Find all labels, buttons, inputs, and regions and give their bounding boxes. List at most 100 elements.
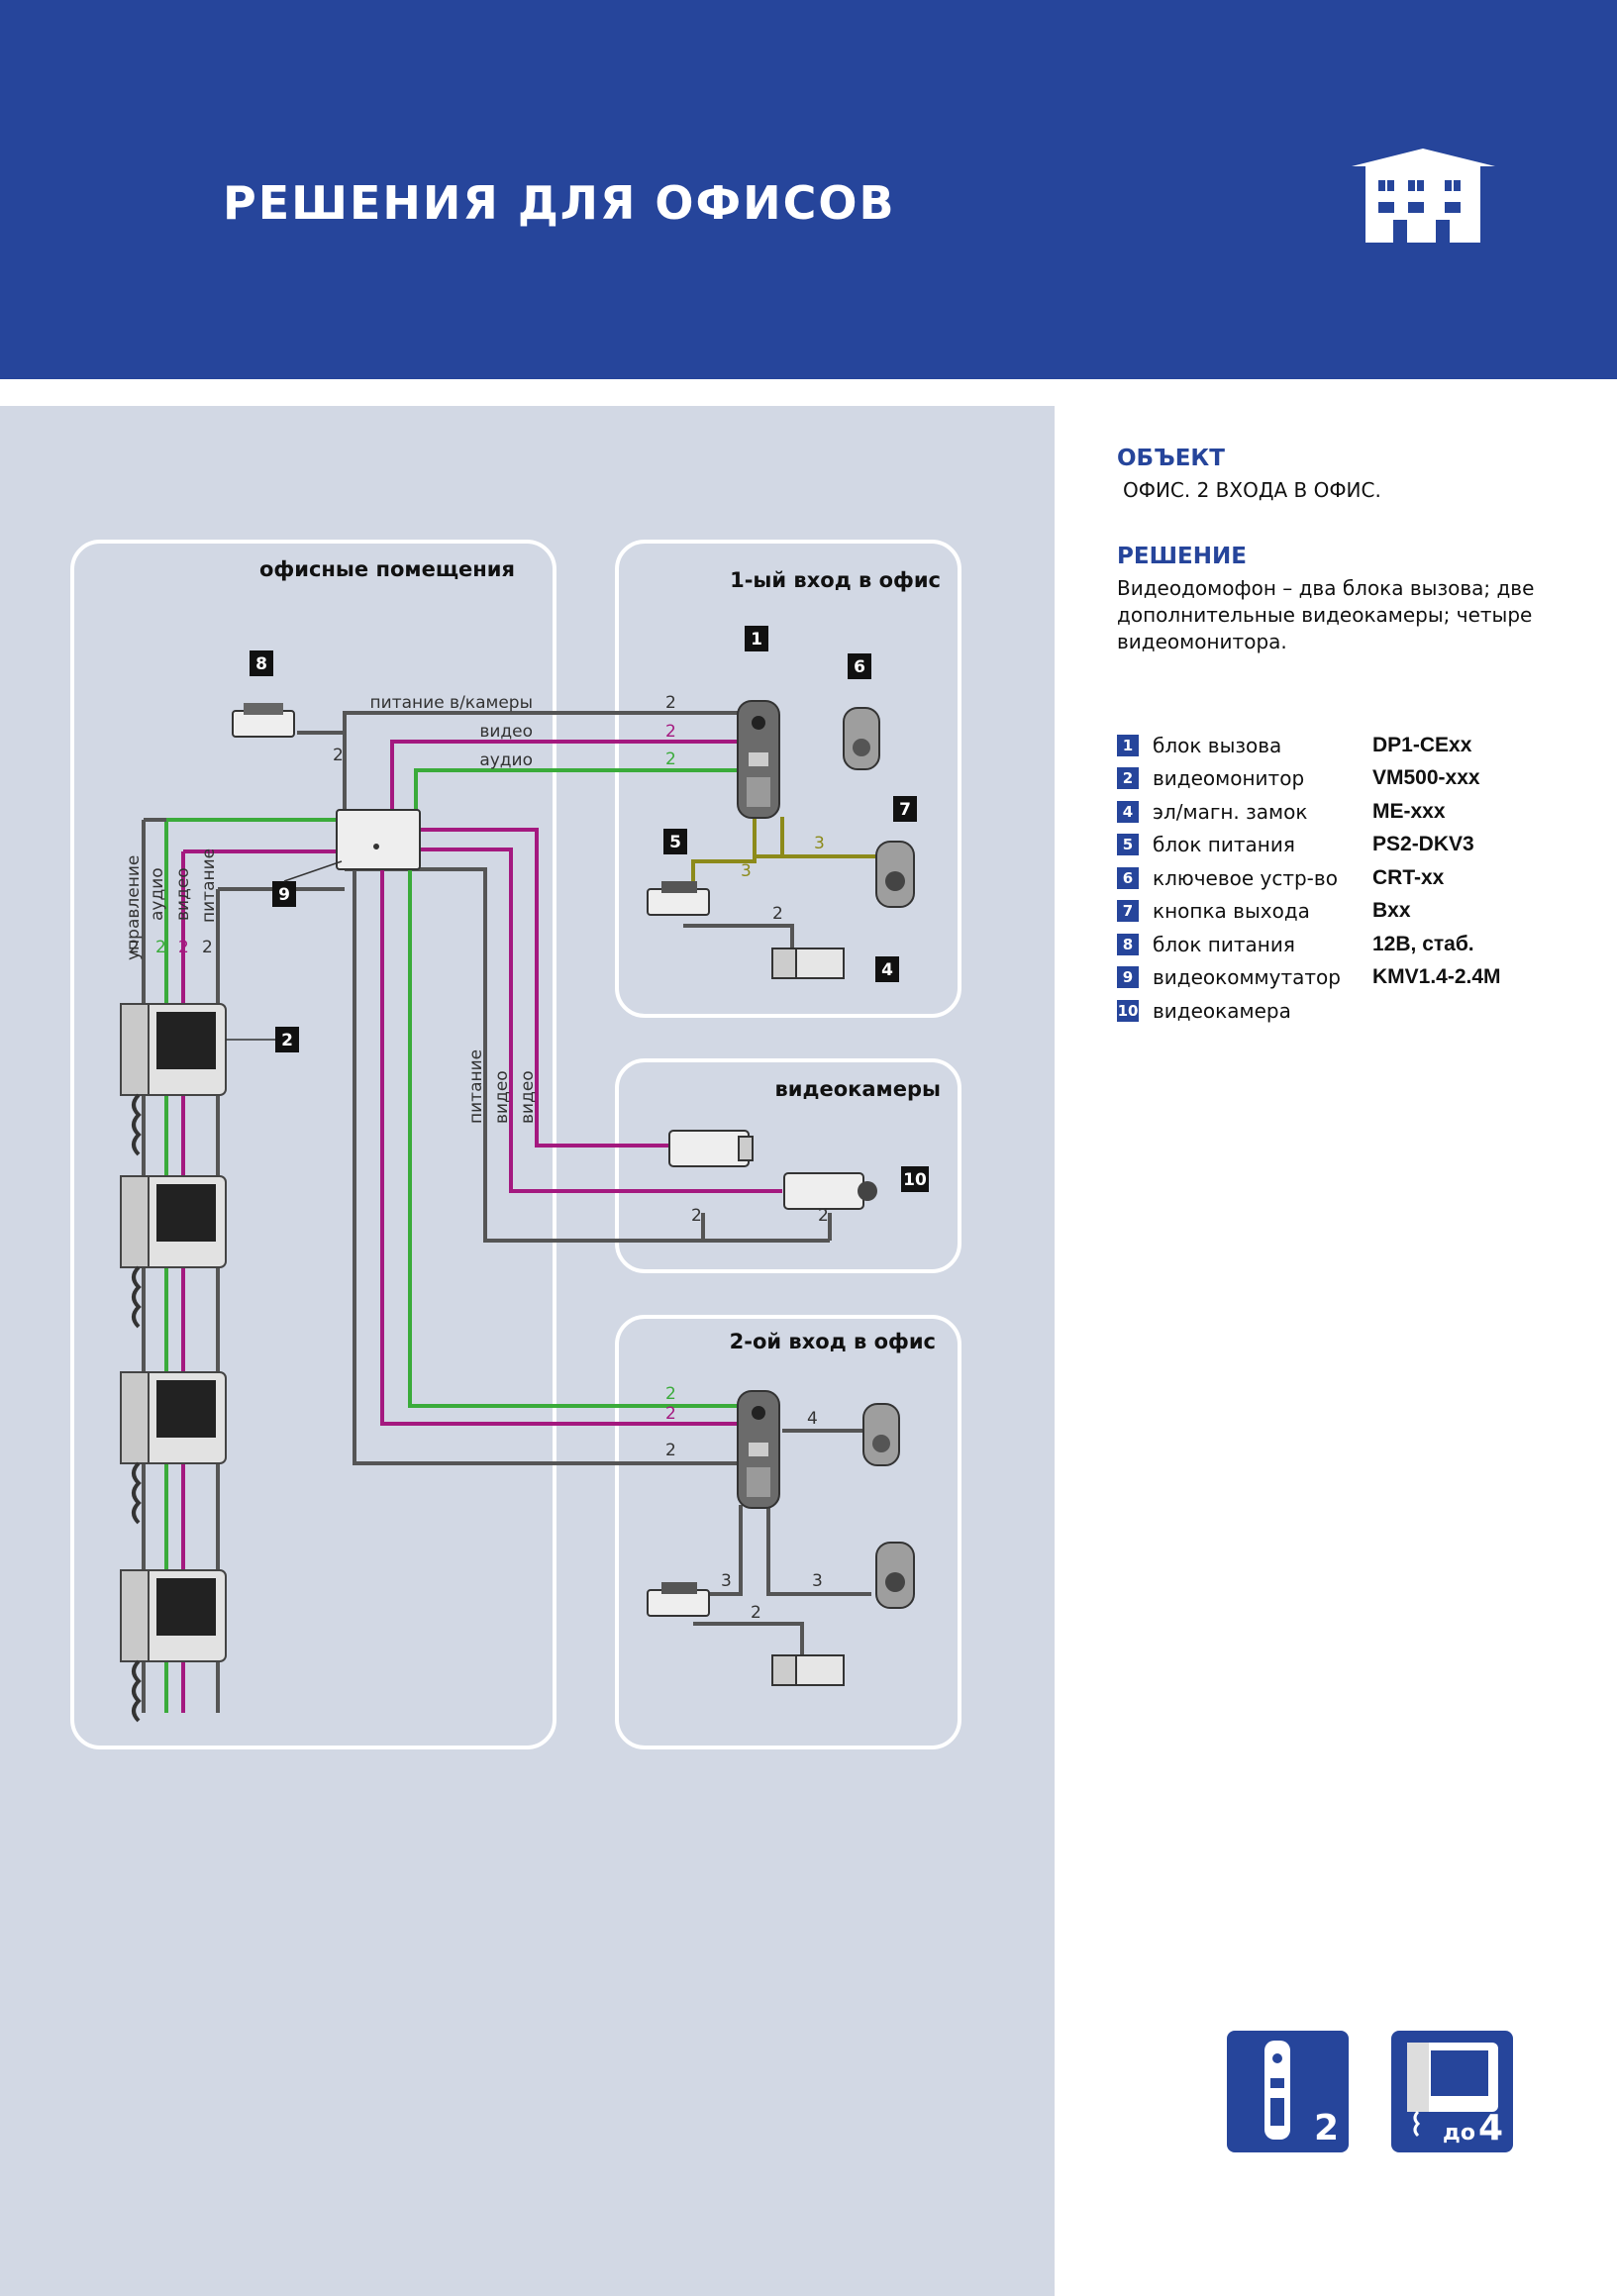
label-cam-power-v: питание bbox=[466, 1049, 486, 1124]
camera-10-icon bbox=[783, 1172, 877, 1210]
wire-exit-2 bbox=[766, 1505, 871, 1596]
count-lock-3b: 3 bbox=[741, 861, 752, 881]
object-title: ОБЪЕКТ bbox=[1117, 446, 1225, 471]
marker-box bbox=[275, 1027, 299, 1052]
count-control: 2 bbox=[129, 938, 140, 957]
zone-entrance1-label: 1-ый вход в офис bbox=[730, 568, 941, 592]
object-text: ОФИС. 2 ВХОДА В ОФИС. bbox=[1123, 478, 1381, 502]
marker-1: 1 bbox=[751, 630, 762, 649]
info-panel: ОБЪЕКТ ОФИС. 2 ВХОДА В ОФИС. РЕШЕНИЕ Вид… bbox=[1117, 446, 1582, 695]
count-lock-3a: 3 bbox=[814, 834, 825, 853]
monitor-count-badge: до4 bbox=[1391, 2031, 1513, 2152]
marker-box bbox=[893, 796, 917, 822]
marker-10: 10 bbox=[903, 1170, 927, 1190]
psu-8-icon bbox=[232, 703, 295, 738]
key-reader-2-icon bbox=[862, 1403, 900, 1466]
exit-button-2-icon bbox=[875, 1542, 915, 1609]
count-power-2: 2 bbox=[665, 1441, 676, 1460]
monitor-1 bbox=[120, 1003, 227, 1156]
marker-8: 8 bbox=[255, 654, 267, 674]
count-exit-2: 3 bbox=[812, 1571, 823, 1591]
label-audio-mon: аудио bbox=[148, 867, 167, 921]
marker-box bbox=[901, 1166, 929, 1192]
count-lock-2: 2 bbox=[772, 904, 783, 924]
key-reader-6-icon bbox=[843, 707, 880, 770]
count-key-2: 4 bbox=[807, 1409, 818, 1429]
label-video-top: видео bbox=[479, 722, 533, 742]
lock-4-icon bbox=[771, 948, 845, 979]
count-audio-m: 2 bbox=[155, 938, 166, 957]
wire-cam-power bbox=[343, 711, 741, 820]
marker-5: 5 bbox=[669, 833, 681, 852]
zone-entrance1 bbox=[615, 540, 961, 1018]
header-banner: РЕШЕНИЯ ДЛЯ ОФИСОВ bbox=[0, 0, 1617, 379]
marker-box bbox=[250, 650, 273, 676]
count-audio-2: 2 bbox=[665, 1384, 676, 1404]
zone-entrance2-label: 2-ой вход в офис bbox=[730, 1330, 936, 1353]
building-icon bbox=[1352, 149, 1495, 243]
wire-video-1 bbox=[390, 740, 741, 820]
zone-office-label: офисные помещения bbox=[259, 557, 515, 581]
count-lock-2b: 2 bbox=[751, 1603, 761, 1623]
marker-box bbox=[745, 626, 768, 651]
wiring-diagram: офисные помещения 1-ый вход в офис видео… bbox=[70, 540, 961, 1749]
wire-camera-video-2 bbox=[421, 848, 782, 1193]
label-cam-video-v2: видео bbox=[518, 1070, 538, 1124]
marker-box bbox=[875, 956, 899, 982]
monitor-2 bbox=[120, 1175, 227, 1329]
switch-9-icon bbox=[336, 809, 421, 870]
call-panel-count: 2 bbox=[1313, 2108, 1339, 2148]
count-video-1: 2 bbox=[665, 722, 676, 742]
wire-entrance2-power bbox=[353, 840, 741, 1465]
call-panel-1-icon bbox=[737, 700, 780, 819]
monitor-icon bbox=[1407, 2043, 1498, 2138]
marker-9: 9 bbox=[278, 885, 290, 905]
monitor-4 bbox=[120, 1569, 227, 1723]
count-cam-power: 2 bbox=[665, 693, 676, 713]
psu-5-icon bbox=[647, 881, 710, 916]
lock-2-icon bbox=[771, 1654, 845, 1686]
count-cam1: 2 bbox=[818, 1206, 829, 1226]
marker-7: 7 bbox=[899, 800, 911, 820]
label-cam-video-v1: видео bbox=[492, 1070, 512, 1124]
label-audio-top: аудио bbox=[479, 750, 533, 770]
label-video-mon: видео bbox=[173, 867, 193, 921]
count-psu8: 2 bbox=[333, 746, 344, 765]
monitor-count: до4 bbox=[1443, 2108, 1503, 2148]
exit-button-7-icon bbox=[875, 841, 915, 908]
call-panel-2-icon bbox=[737, 1390, 780, 1509]
psu-2-icon bbox=[647, 1582, 710, 1617]
label-control: управление bbox=[124, 855, 144, 960]
count-video-m: 2 bbox=[178, 938, 189, 957]
label-cam-power: питание в/камеры bbox=[370, 693, 533, 713]
count-audio-1: 2 bbox=[665, 749, 676, 769]
marker-4: 4 bbox=[881, 960, 893, 980]
count-video-2: 2 bbox=[665, 1404, 676, 1424]
page-title: РЕШЕНИЯ ДЛЯ ОФИСОВ bbox=[223, 176, 896, 230]
marker-6: 6 bbox=[854, 657, 865, 677]
count-cam2: 2 bbox=[691, 1206, 702, 1226]
marker-box bbox=[848, 653, 871, 679]
solution-text: Видеодомофон – два блока вызова; две доп… bbox=[1117, 576, 1535, 653]
marker-box bbox=[272, 881, 296, 907]
wire-lock-2 bbox=[693, 1622, 804, 1658]
wire-audio-2 bbox=[408, 859, 741, 1408]
monitor-3 bbox=[120, 1371, 227, 1525]
wire-camera-video-1 bbox=[421, 828, 673, 1148]
marker-box bbox=[663, 829, 687, 854]
marker-2: 2 bbox=[281, 1031, 293, 1050]
camera-1-icon bbox=[668, 1130, 754, 1167]
count-psu-2: 3 bbox=[721, 1571, 732, 1591]
zone-cameras-label: видеокамеры bbox=[775, 1077, 942, 1101]
count-power-m: 2 bbox=[202, 938, 213, 957]
